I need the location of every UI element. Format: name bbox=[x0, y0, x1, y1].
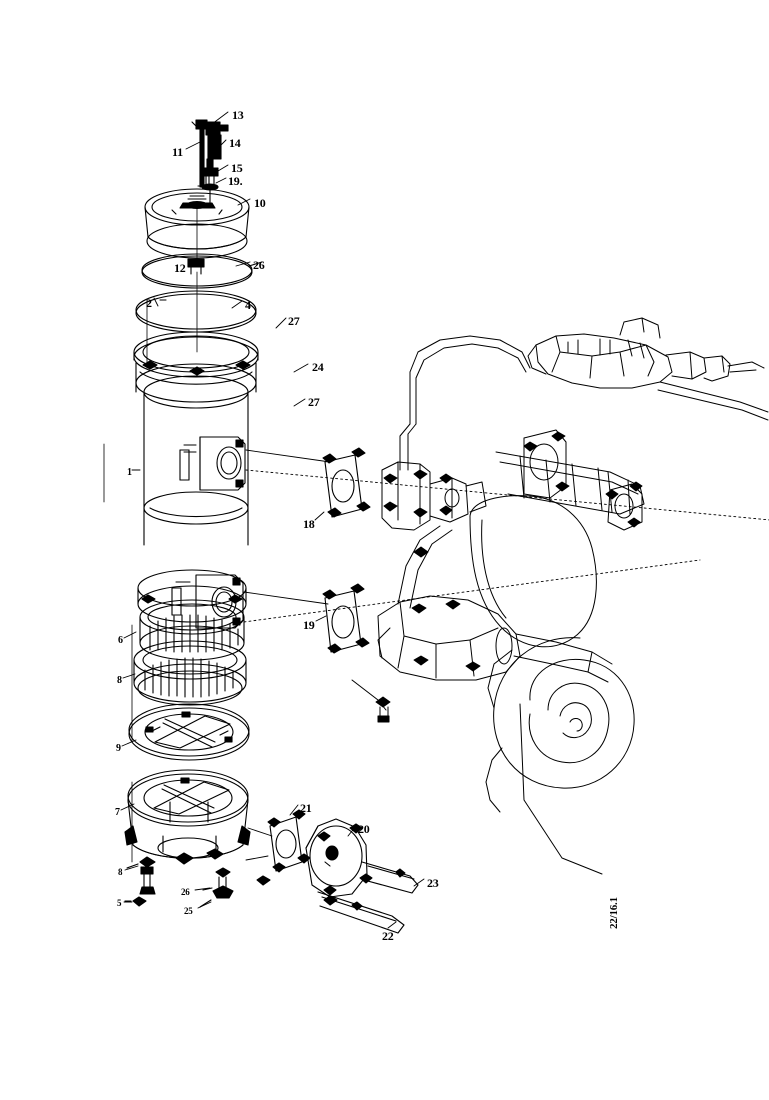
callout-label-10: 10 bbox=[254, 196, 266, 210]
callout-label-9: 9 bbox=[116, 743, 121, 754]
callout-label-12: 12 bbox=[174, 261, 186, 275]
callout-label-8: 8 bbox=[117, 675, 122, 686]
callout-label-11: 11 bbox=[172, 145, 183, 159]
upper-rotor-6 bbox=[139, 599, 245, 661]
callout-label-22: 22 bbox=[382, 929, 394, 943]
lower-rotor-8 bbox=[133, 640, 247, 706]
main-barrel-housing-1 bbox=[135, 362, 257, 629]
callout-label-19: 19 bbox=[303, 618, 315, 632]
port-flange-plate-18 bbox=[322, 447, 371, 518]
port-flange-plate-19 bbox=[322, 583, 370, 654]
machine-context-assembly bbox=[351, 317, 769, 875]
callout-label-4: 4 bbox=[245, 298, 251, 312]
callout-label-25: 25 bbox=[184, 906, 193, 916]
lower-fasteners bbox=[124, 856, 234, 908]
callout-label-27: 27 bbox=[308, 395, 320, 409]
callout-label-7: 7 bbox=[115, 807, 120, 818]
lower-bowl-housing-7 bbox=[124, 769, 251, 865]
callout-label-21: 21 bbox=[300, 801, 312, 815]
callout-label-8: 8 bbox=[118, 867, 123, 877]
top-linkage-assembly bbox=[191, 119, 229, 206]
callout-label-6: 6 bbox=[118, 635, 123, 646]
callout-label-27: 27 bbox=[288, 314, 300, 328]
spider-vane-disc-9 bbox=[128, 703, 250, 761]
reference-guide-lines bbox=[103, 205, 198, 863]
callout-label-23: 23 bbox=[427, 876, 439, 890]
callout-label-26: 26 bbox=[181, 887, 190, 897]
drawing-number-label: 22/16.1 bbox=[608, 897, 620, 929]
callout-label-19: 19. bbox=[228, 174, 243, 188]
callout-label-18: 18 bbox=[303, 517, 315, 531]
upper-flange-ring-2 bbox=[133, 331, 259, 378]
callout-label-26: 26 bbox=[253, 258, 265, 272]
leader-lines bbox=[120, 111, 769, 929]
callout-label-15: 15 bbox=[231, 161, 243, 175]
callout-label-20: 20 bbox=[358, 822, 370, 836]
callout-label-1: 1 bbox=[127, 467, 132, 478]
callout-label-14: 14 bbox=[229, 136, 241, 150]
gearbox-gasket-plate-21 bbox=[267, 809, 311, 873]
callout-label-5: 5 bbox=[117, 898, 122, 908]
callout-label-2: 2 bbox=[146, 296, 152, 310]
side-gearbox-housing-20 bbox=[256, 818, 419, 934]
callout-label-13: 13 bbox=[232, 108, 244, 122]
callout-label-24: 24 bbox=[312, 360, 324, 374]
